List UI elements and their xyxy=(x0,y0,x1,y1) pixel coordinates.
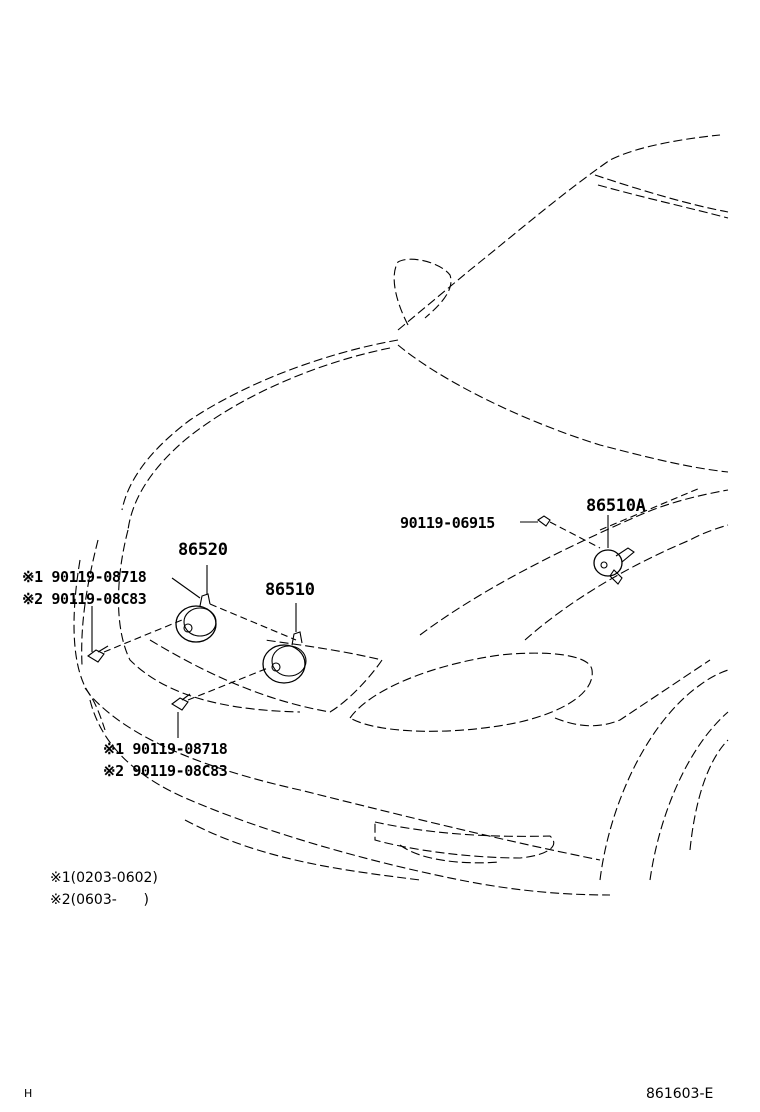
bolt-upper[interactable] xyxy=(87,645,109,663)
bolt-lower[interactable] xyxy=(171,693,191,711)
horn-86510A-bracket xyxy=(615,547,635,563)
label-bolt-upper-1[interactable]: ※1 90119-08718 xyxy=(22,568,147,586)
horn-86520-rim xyxy=(183,607,217,637)
car-body-outline xyxy=(73,134,729,896)
fender-top xyxy=(419,489,729,636)
foglamp-left xyxy=(84,687,106,731)
front-left-contour xyxy=(81,539,99,666)
horn-86510A-center xyxy=(600,561,608,569)
label-bolt-right[interactable]: 90119-06915 xyxy=(400,514,495,532)
horn-86510-center xyxy=(271,662,281,672)
windshield-pillar xyxy=(397,134,721,331)
wheel-arch-inner xyxy=(649,711,729,881)
horn-86510-body xyxy=(262,644,306,684)
fender-inner xyxy=(524,524,729,641)
leader-lines xyxy=(91,515,609,738)
horn-86510A-body xyxy=(593,549,623,577)
front-bumper-face xyxy=(73,559,601,861)
leader-lines-dashed xyxy=(103,487,701,701)
label-horn-86520[interactable]: 86520 xyxy=(178,540,228,560)
radiator-panel xyxy=(149,639,383,713)
horn-86520-center xyxy=(183,623,193,633)
horn-86520-bracket xyxy=(199,593,211,607)
footer-diagram-id: 861603-E xyxy=(646,1086,714,1102)
footer-left-code: H xyxy=(24,1087,33,1100)
hood-leading-edge xyxy=(121,339,399,511)
headlamp xyxy=(349,652,593,732)
wheel-arch xyxy=(599,669,729,881)
horn-86510-rim xyxy=(271,645,307,677)
horn-86510A-connector xyxy=(609,569,623,585)
grille-slot xyxy=(374,821,555,859)
label-horn-86510[interactable]: 86510 xyxy=(265,580,315,600)
bumper-chin xyxy=(184,819,421,881)
grille-slot-2 xyxy=(399,844,501,864)
horn-86510-bracket xyxy=(291,631,303,646)
note-applicability-1: ※1(0203-0602) xyxy=(50,870,158,886)
note-applicability-2: ※2(0603- ) xyxy=(50,892,149,908)
wheel-arch-inner-2 xyxy=(689,739,729,851)
wiper-line xyxy=(597,184,729,219)
bolt-right[interactable] xyxy=(537,515,551,527)
label-bolt-upper-2[interactable]: ※2 90119-08C83 xyxy=(22,590,147,608)
front-bumper-lower xyxy=(89,699,611,896)
hood-inner-edge xyxy=(127,347,391,531)
windshield-base xyxy=(594,174,729,213)
horn-86510A[interactable] xyxy=(593,547,635,585)
label-horn-86510A[interactable]: 86510A xyxy=(586,496,646,516)
label-bolt-lower-1[interactable]: ※1 90119-08718 xyxy=(103,740,228,758)
horn-86510[interactable] xyxy=(262,631,307,684)
headlamp-lower xyxy=(554,659,711,727)
side-mirror xyxy=(393,258,452,326)
hood-right-edge xyxy=(397,344,729,473)
label-bolt-lower-2[interactable]: ※2 90119-08C83 xyxy=(103,762,228,780)
horn-86520[interactable] xyxy=(175,593,217,643)
front-bumper-top xyxy=(117,529,301,713)
